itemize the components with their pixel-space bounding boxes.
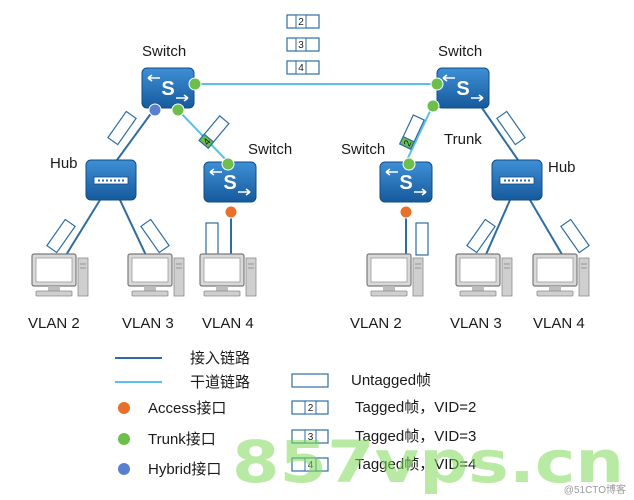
tagged-frame-4: 4 <box>286 60 320 75</box>
trunk-port <box>426 99 440 113</box>
tagged-4-swatch: 4 <box>291 457 329 472</box>
hub-label: Hub <box>548 159 576 176</box>
legend-access-port: Access接口 <box>148 400 226 417</box>
untagged-frame <box>46 218 76 254</box>
tagged-frame-2: 2 <box>286 14 320 29</box>
watermark-text: 857vps.cn <box>232 428 624 496</box>
switch-mid-left: S <box>203 161 257 203</box>
access-link-tr-hub <box>479 104 519 161</box>
trunk-port-swatch <box>118 433 130 445</box>
switch-label: Switch <box>142 43 186 60</box>
switch-top-left: S <box>141 67 195 109</box>
pc-icon <box>31 253 89 297</box>
link-frames <box>46 110 590 256</box>
trunk-link-right <box>405 104 434 163</box>
tag-number: 4 <box>201 136 213 148</box>
svg-text:4: 4 <box>308 460 314 471</box>
switch-label: Switch <box>438 43 482 60</box>
untagged-frame <box>107 110 137 146</box>
legend-untagged: Untagged帧 <box>351 372 431 389</box>
legend: 接入链路 干道链路 Access接口 Trunk接口 Hybrid接口 Unta… <box>115 350 476 478</box>
credit-text: @51CTO博客 <box>564 483 626 496</box>
hub-right <box>491 159 543 201</box>
hub-label: Hub <box>50 155 78 172</box>
svg-text:2: 2 <box>308 403 314 414</box>
legend-access-link: 接入链路 <box>190 350 250 367</box>
switch-glyph: S <box>223 172 236 194</box>
svg-text:2: 2 <box>298 17 304 28</box>
untagged-frame <box>205 222 219 256</box>
untagged-frame <box>560 218 590 254</box>
vlan-label: VLAN 2 <box>350 315 402 332</box>
switch-mid-right: S <box>379 161 433 203</box>
trunk-port <box>171 103 185 117</box>
legend-trunk-link: 干道链路 <box>190 374 250 391</box>
untagged-frame <box>496 110 526 146</box>
legend-hybrid-port: Hybrid接口 <box>148 461 221 478</box>
legend-tagged-2: Tagged帧，VID=2 <box>355 399 476 416</box>
switch-glyph: S <box>161 78 174 100</box>
untagged-swatch <box>291 373 329 388</box>
switch-label: Switch <box>248 141 292 158</box>
pc-icon <box>455 253 513 297</box>
legend-trunk-port: Trunk接口 <box>148 431 216 448</box>
switch-glyph: S <box>399 172 412 194</box>
pc-icon <box>366 253 424 297</box>
pc-icon <box>532 253 590 297</box>
svg-text:4: 4 <box>298 63 304 74</box>
switch-label: Switch <box>341 141 385 158</box>
pc-icon <box>199 253 257 297</box>
trunk-port <box>402 157 416 171</box>
legend-tagged-3: Tagged帧，VID=3 <box>355 428 476 445</box>
untagged-frame <box>415 222 429 256</box>
switch-glyph: S <box>456 78 469 100</box>
untagged-frame <box>466 218 496 254</box>
access-link-tl-hub <box>116 107 156 161</box>
trunk-port <box>188 77 202 91</box>
vlan-label: VLAN 2 <box>28 315 80 332</box>
tag-number: 2 <box>402 138 415 148</box>
tagged-2-swatch: 2 <box>291 400 329 415</box>
switch-top-right: S <box>436 67 490 109</box>
untagged-frame <box>140 218 170 254</box>
tagged-frame-left: 4 <box>198 115 230 149</box>
trunk-label: Trunk <box>444 131 482 148</box>
vlan-label: VLAN 4 <box>202 315 254 332</box>
legend-tagged-4: Tagged帧，VID=4 <box>355 456 476 473</box>
pc-icon <box>127 253 185 297</box>
vlan-label: VLAN 3 <box>122 315 174 332</box>
hybrid-port <box>148 103 162 117</box>
trunk-port <box>430 77 444 91</box>
ports <box>148 77 444 219</box>
pcs <box>31 253 590 297</box>
hybrid-port-swatch <box>118 463 130 475</box>
vlan-label: VLAN 3 <box>450 315 502 332</box>
access-port <box>224 205 238 219</box>
svg-text:3: 3 <box>298 40 304 51</box>
access-port-swatch <box>118 402 130 414</box>
trunk-port <box>221 157 235 171</box>
svg-text:3: 3 <box>308 432 314 443</box>
tagged-3-swatch: 3 <box>291 429 329 444</box>
tagged-frame-3: 3 <box>286 37 320 52</box>
vlan-label: VLAN 4 <box>533 315 585 332</box>
tagged-frame-right: 2 <box>399 114 425 150</box>
hub-left <box>85 159 137 201</box>
top-tagged-frames: 2 3 4 <box>286 14 320 75</box>
access-port <box>399 205 413 219</box>
